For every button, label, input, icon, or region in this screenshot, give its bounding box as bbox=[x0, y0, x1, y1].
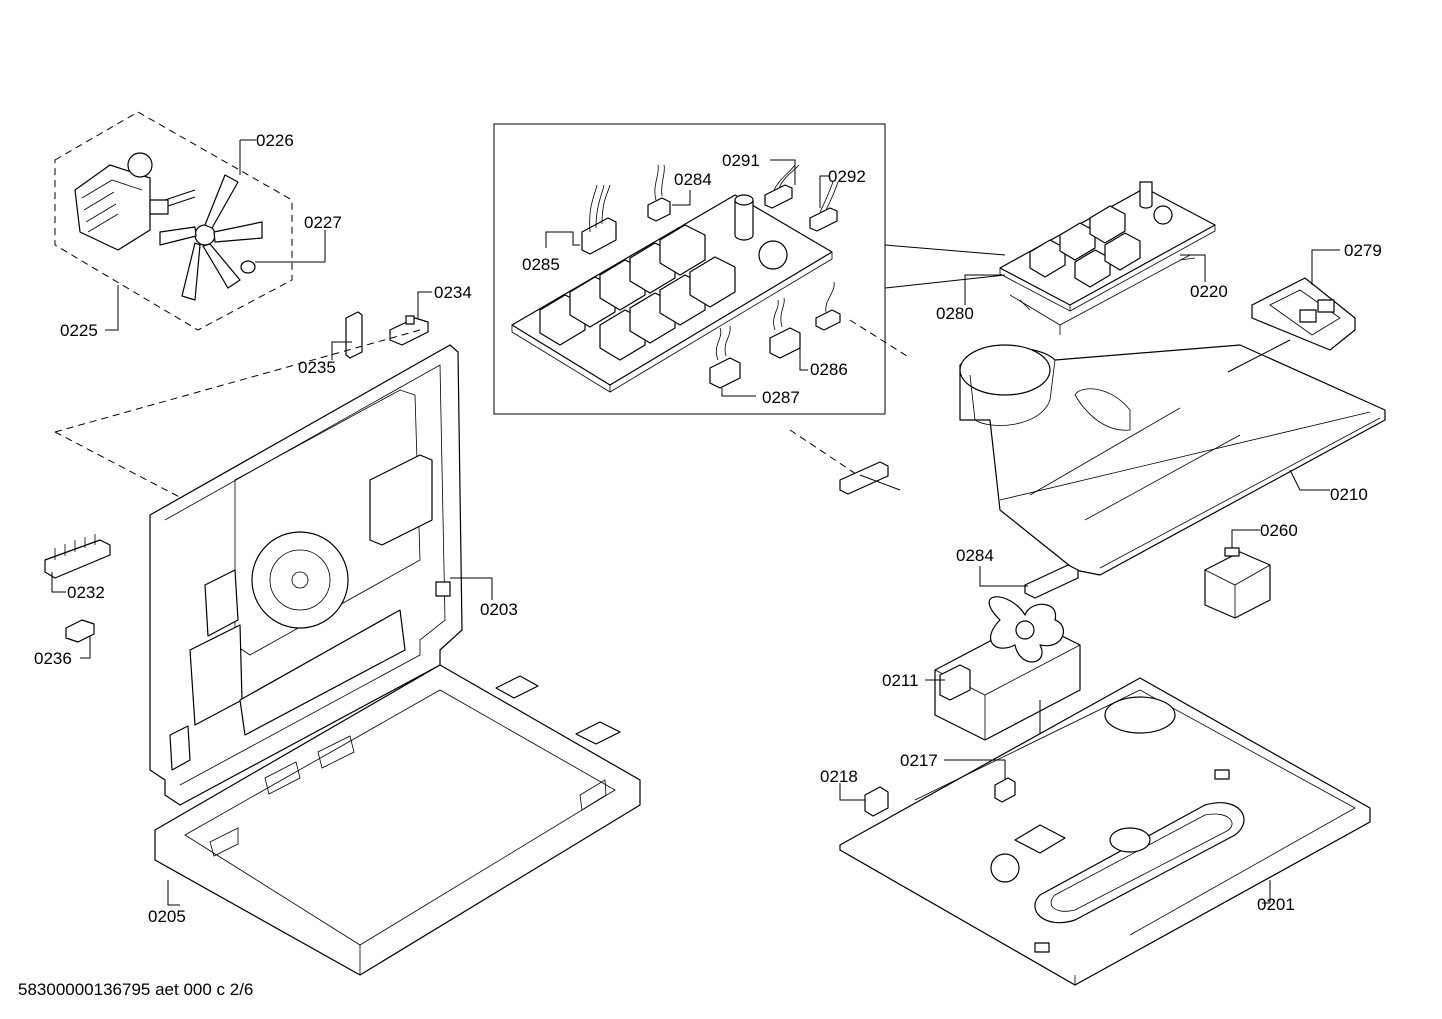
label-0287: 0287 bbox=[762, 388, 800, 407]
base-plate-0201 bbox=[839, 677, 1371, 986]
sensor-bracket bbox=[839, 461, 901, 495]
board-bracket bbox=[964, 181, 1216, 335]
label-0201: 0201 bbox=[1257, 895, 1295, 914]
part-0234 bbox=[389, 291, 432, 346]
back-panel bbox=[54, 329, 493, 806]
label-0203: 0203 bbox=[480, 600, 518, 619]
document-code: 58300000136795 aet 000 c 2/6 bbox=[18, 980, 254, 999]
label-0211: 0211 bbox=[882, 671, 919, 690]
part-0232 bbox=[44, 534, 111, 593]
label-0234: 0234 bbox=[434, 283, 472, 302]
part-labels: 0226 0227 0225 0234 0235 0232 0236 0203 … bbox=[34, 131, 1382, 926]
sensor-0284-lower bbox=[979, 564, 1079, 599]
connector-0285 bbox=[545, 184, 617, 255]
label-0205: 0205 bbox=[148, 907, 186, 926]
label-0217: 0217 bbox=[900, 751, 938, 770]
control-board-inset bbox=[493, 123, 886, 415]
label-0210: 0210 bbox=[1330, 485, 1368, 504]
connector-0286 bbox=[769, 281, 841, 371]
label-0286: 0286 bbox=[810, 360, 848, 379]
label-0285: 0285 bbox=[522, 255, 560, 274]
part-0235 bbox=[331, 311, 363, 360]
label-0235: 0235 bbox=[298, 358, 336, 377]
label-0280: 0280 bbox=[936, 304, 974, 323]
label-0225: 0225 bbox=[60, 321, 98, 340]
transformer-0260 bbox=[1204, 529, 1271, 619]
connector-0284-inset bbox=[647, 164, 691, 222]
part-0236 bbox=[65, 619, 95, 659]
label-0291: 0291 bbox=[722, 151, 760, 170]
label-0284: 0284 bbox=[956, 546, 994, 565]
connector-0292 bbox=[809, 175, 839, 232]
label-0292: 0292 bbox=[828, 167, 866, 186]
label-0226: 0226 bbox=[256, 131, 294, 150]
label-0232: 0232 bbox=[67, 583, 105, 602]
connector-0291 bbox=[764, 159, 800, 209]
part-0218 bbox=[839, 783, 889, 817]
fan-duct bbox=[959, 339, 1386, 576]
part-0217 bbox=[944, 759, 1016, 803]
terminal-block-0279 bbox=[1251, 249, 1356, 351]
bottom-tray bbox=[154, 664, 641, 976]
label-0279: 0279 bbox=[1344, 241, 1382, 260]
label-0227: 0227 bbox=[304, 213, 342, 232]
label-0260: 0260 bbox=[1260, 521, 1298, 540]
label-0284-inset: 0284 bbox=[674, 170, 712, 189]
label-0220: 0220 bbox=[1190, 282, 1228, 301]
label-0236: 0236 bbox=[34, 649, 72, 668]
label-0218: 0218 bbox=[820, 767, 858, 786]
fan-motor-assembly bbox=[54, 111, 326, 331]
connector-0287 bbox=[709, 325, 756, 397]
